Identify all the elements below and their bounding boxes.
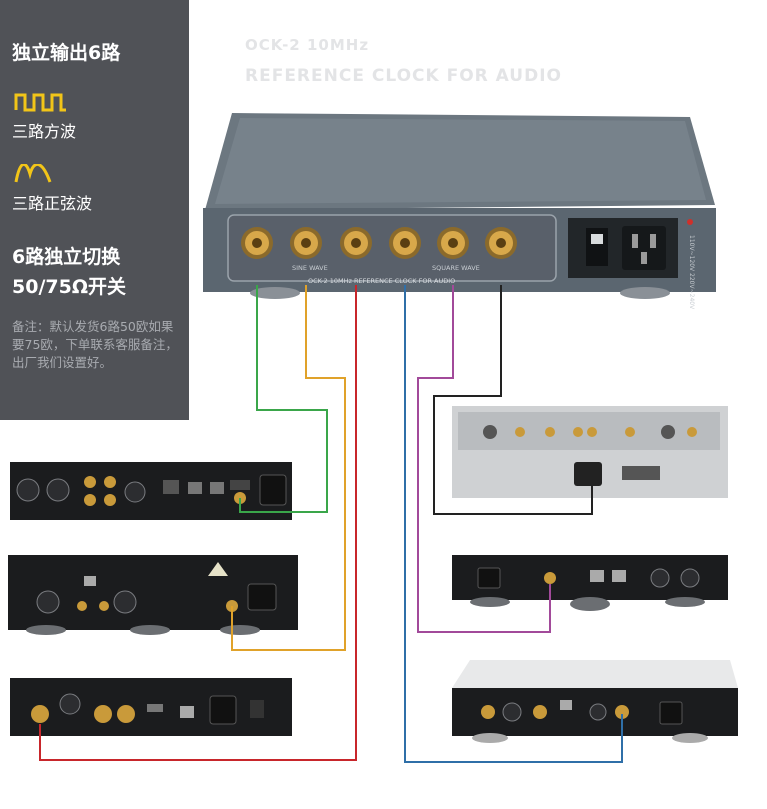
bnc-connector-2 xyxy=(290,227,322,259)
red-cable xyxy=(39,285,357,761)
note-text: 备注：默认发货6路50欧如果要75欧，下单联系客服备注，出厂我们设置好。 xyxy=(12,319,178,370)
square-wave-label: SQUARE WAVE xyxy=(432,264,480,272)
sine-wave-label: 三路正弦波 xyxy=(12,194,93,213)
feature-panel: 独立输出6路 三路方波 三路正弦波 6路独立切换 50/75Ω开关 备注：默认发… xyxy=(0,0,189,420)
sine-wave-label: SINE WAVE xyxy=(292,264,328,272)
voltage-text: 110V~120V 220V~240V xyxy=(688,235,695,310)
header-model: OCK-2 10MHz xyxy=(245,36,370,54)
bnc-connector-6 xyxy=(485,227,517,259)
bnc-connector-1 xyxy=(241,227,273,259)
square-wave-label: 三路方波 xyxy=(12,122,77,141)
right-device-3 xyxy=(452,660,738,743)
right-device-2 xyxy=(452,555,728,611)
green-cable xyxy=(239,285,328,513)
left-device-1 xyxy=(10,462,292,520)
outputs-title: 独立输出6路 xyxy=(12,42,121,64)
switch-line-1: 6路独立切换 xyxy=(12,246,121,268)
bnc-connector-5 xyxy=(437,227,469,259)
ock2-clock-unit: SINE WAVE SQUARE WAVE OCK-2 10MHz REFERE… xyxy=(203,113,716,310)
connection-cables xyxy=(39,285,623,763)
switch-line-2: 50/75Ω开关 xyxy=(12,276,126,298)
square-wave-icon xyxy=(14,93,66,112)
sine-wave-icon xyxy=(14,164,52,183)
bnc-connector-4 xyxy=(389,227,421,259)
header-subtitle: REFERENCE CLOCK FOR AUDIO xyxy=(245,66,562,86)
left-device-3 xyxy=(10,678,292,736)
left-device-2 xyxy=(8,555,298,635)
orange-cable xyxy=(231,285,346,651)
bnc-connector-3 xyxy=(340,227,372,259)
right-device-1 xyxy=(452,406,728,498)
front-panel-text: OCK-2 10MHz REFERENCE CLOCK FOR AUDIO xyxy=(308,277,455,285)
black-cable xyxy=(433,285,593,515)
blue-cable xyxy=(404,285,623,763)
purple-cable xyxy=(417,285,551,633)
